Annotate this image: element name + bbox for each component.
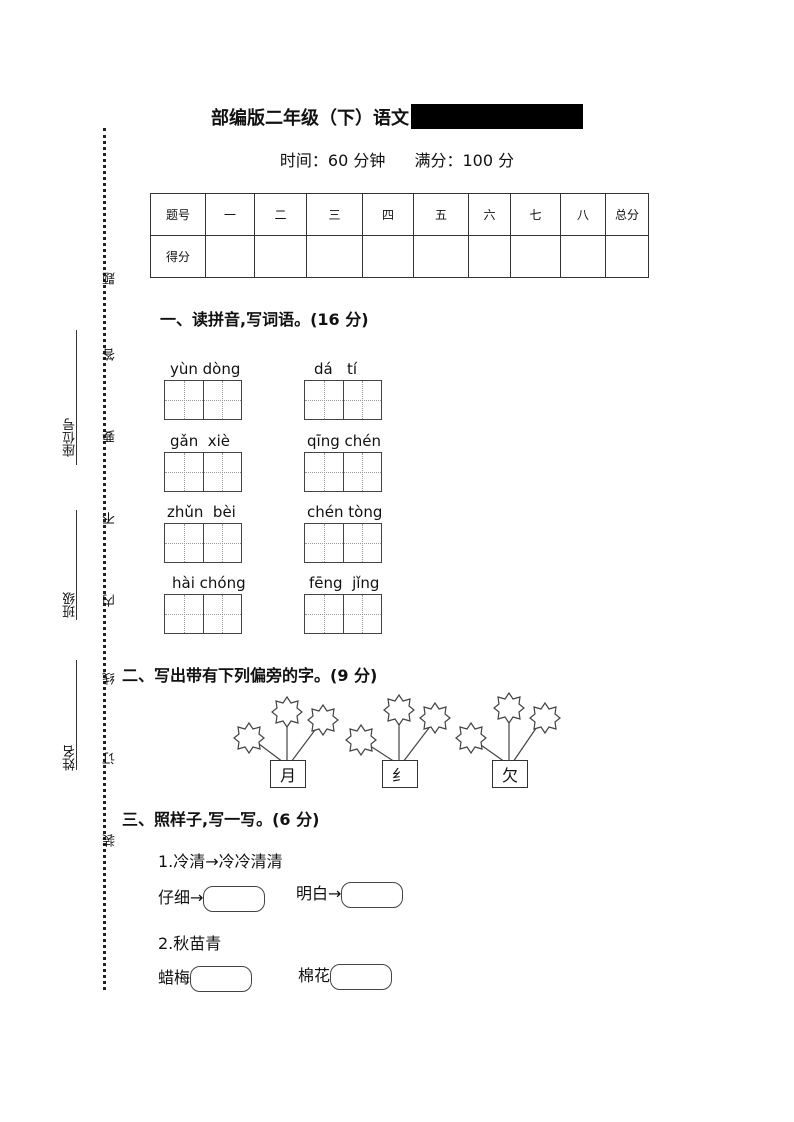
redaction-block: [411, 104, 583, 129]
table-cell: 六: [468, 193, 511, 236]
table-cell: 四: [362, 193, 414, 236]
table-row: 得分: [150, 235, 649, 278]
title-text: 部编版二年级（下）语文: [211, 108, 409, 129]
margin-char: 线: [103, 672, 118, 685]
flower-pots-illustration: [233, 692, 561, 763]
margin-char: 订: [103, 752, 118, 765]
pot-radical-3: 欠: [492, 760, 528, 788]
margin-char: 答: [103, 348, 118, 361]
name-label: 姓名: [63, 745, 78, 771]
table-cell: 三: [306, 193, 363, 236]
score-input-cell[interactable]: [362, 235, 414, 278]
writing-grid[interactable]: [164, 523, 242, 563]
table-row: 题号 一 二 三 四 五 六 七 八 总分: [150, 193, 649, 236]
answer-box[interactable]: [190, 965, 253, 992]
score-input-cell[interactable]: [254, 235, 307, 278]
seat-number-label: 座位号: [63, 418, 78, 457]
question-2a-text: 蜡梅: [158, 968, 191, 987]
score-input-cell[interactable]: [413, 235, 469, 278]
score-input-cell[interactable]: [205, 235, 255, 278]
writing-grid[interactable]: [164, 594, 242, 634]
example-1: 1.冷清→冷冷清清: [158, 852, 283, 871]
score-input-cell[interactable]: [306, 235, 363, 278]
binding-dotted-line: [103, 128, 106, 990]
class-label: 班级: [63, 592, 78, 618]
flower-star-icon: [233, 692, 561, 756]
margin-char: 题: [103, 272, 118, 285]
exam-info: 时间：60 分钟 满分：100 分: [0, 147, 794, 171]
pinyin-label: zhǔn bèi: [167, 503, 236, 521]
table-cell: 八: [560, 193, 606, 236]
score-input-cell[interactable]: [560, 235, 606, 278]
table-cell: 五: [413, 193, 469, 236]
pot-radical-1: 月: [270, 760, 306, 788]
pinyin-label: dá tí: [314, 360, 358, 378]
table-cell: 题号: [150, 193, 206, 236]
section1-title: 一、读拼音,写词语。(16 分): [160, 310, 369, 329]
table-cell: 总分: [605, 193, 649, 236]
class-line: [76, 510, 77, 620]
answer-box[interactable]: [341, 881, 404, 908]
full-score-info: 满分：100 分: [414, 151, 515, 170]
table-cell: 二: [254, 193, 307, 236]
score-input-cell[interactable]: [605, 235, 649, 278]
time-info: 时间：60 分钟: [279, 151, 386, 170]
seat-number-line: [76, 330, 77, 465]
writing-grid[interactable]: [304, 452, 382, 492]
writing-grid[interactable]: [304, 380, 382, 420]
question-2b-text: 棉花: [298, 966, 331, 985]
pinyin-label: yùn dòng: [170, 360, 241, 378]
question-2b: 棉花: [298, 962, 393, 990]
pot-radical-2: 纟: [382, 760, 418, 788]
margin-char: 内: [103, 594, 118, 607]
name-line: [76, 660, 77, 770]
writing-grid[interactable]: [304, 523, 382, 563]
table-cell: 得分: [150, 235, 206, 278]
writing-grid[interactable]: [164, 452, 242, 492]
page-title: 部编版二年级（下）语文: [0, 104, 794, 130]
score-input-cell[interactable]: [510, 235, 561, 278]
writing-grid[interactable]: [164, 380, 242, 420]
question-1b-text: 明白→: [296, 884, 342, 903]
example-2: 2.秋苗青: [158, 934, 222, 953]
question-1b: 明白→: [296, 880, 404, 908]
margin-char: 装: [103, 834, 118, 847]
score-table: 题号 一 二 三 四 五 六 七 八 总分 得分: [150, 193, 649, 278]
writing-grid[interactable]: [304, 594, 382, 634]
score-input-cell[interactable]: [468, 235, 511, 278]
pinyin-label: chén tòng: [307, 503, 383, 521]
pinyin-label: hài chóng: [172, 574, 246, 592]
table-cell: 一: [205, 193, 255, 236]
pinyin-label: qīng chén: [307, 432, 381, 450]
table-cell: 七: [510, 193, 561, 236]
question-2a: 蜡梅: [158, 964, 253, 992]
section2-title: 二、写出带有下列偏旁的字。(9 分): [122, 666, 378, 685]
answer-box[interactable]: [203, 885, 266, 912]
question-1a: 仔细→: [158, 884, 266, 912]
answer-box[interactable]: [330, 963, 393, 990]
pinyin-label: fēng jǐng: [309, 574, 380, 592]
margin-char: 不: [103, 512, 118, 525]
pinyin-label: gǎn xiè: [170, 432, 231, 450]
section3-title: 三、照样子,写一写。(6 分): [122, 810, 320, 829]
margin-char: 要: [103, 430, 118, 443]
question-1a-text: 仔细→: [158, 888, 204, 907]
